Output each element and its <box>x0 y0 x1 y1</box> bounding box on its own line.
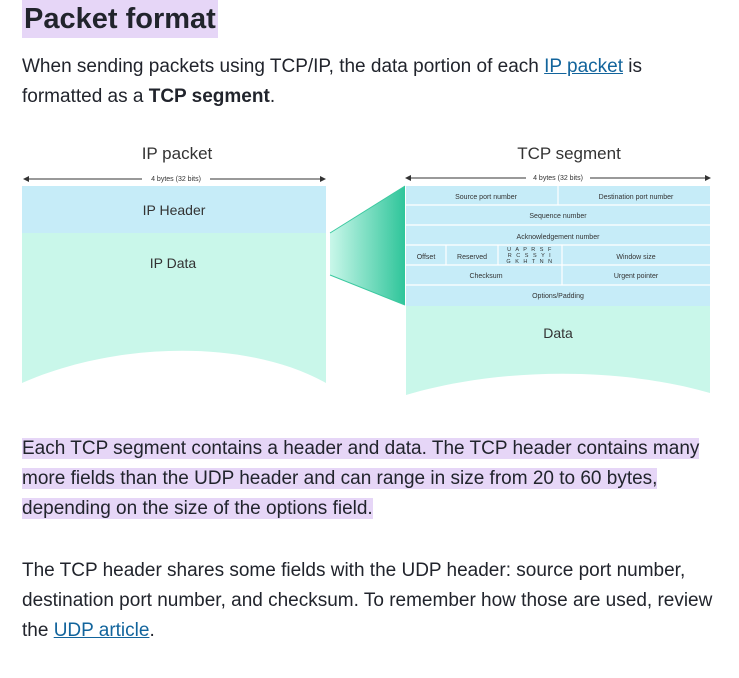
source-port-field: Source port number <box>455 194 518 201</box>
page-title: Packet format <box>22 0 218 38</box>
dest-port-field: Destination port number <box>599 194 674 201</box>
shared-text-after: . <box>149 620 155 641</box>
connector-edge-top <box>329 185 406 234</box>
reserved-field: Reserved <box>457 254 487 261</box>
tcp-data-block <box>406 306 710 395</box>
ip-header-label: IP Header <box>143 202 206 218</box>
urgent-pointer-field: Urgent pointer <box>614 273 659 280</box>
shared-text-before: The TCP header shares some fields with t… <box>22 560 713 641</box>
options-padding-field: Options/Padding <box>532 293 584 300</box>
intro-text-before: When sending packets using TCP/IP, the d… <box>22 56 545 77</box>
intro-text-middle: is formatted as a <box>22 56 643 107</box>
ack-field: Acknowledgement number <box>517 234 601 241</box>
flags-row-2: R C S S Y I <box>508 253 552 259</box>
connector-funnel <box>330 186 405 305</box>
ip-packet-title: IP packet <box>142 144 213 163</box>
checksum-field: Checksum <box>469 273 502 280</box>
ip-data-label: IP Data <box>150 255 197 271</box>
intro-paragraph: When sending packets using TCP/IP, the d… <box>22 52 722 112</box>
flags-row-3: G K H T N N <box>506 259 553 265</box>
shared-fields-paragraph: The TCP header shares some fields with t… <box>22 556 722 646</box>
intro-text-after: . <box>269 86 276 107</box>
tcp-data-label: Data <box>543 325 573 341</box>
udp-article-link[interactable]: UDP article <box>53 620 150 641</box>
tcp-header-block <box>406 186 710 306</box>
tcp-width-label: 4 bytes (32 bits) <box>533 175 583 182</box>
summary-text: Each TCP segment contains a header and d… <box>22 438 700 519</box>
ip-packet-link[interactable]: IP packet <box>544 56 624 77</box>
flags-row-1: U A P R S F <box>507 247 553 253</box>
tcp-segment-title: TCP segment <box>517 144 621 163</box>
ip-width-label: 4 bytes (32 bits) <box>151 176 201 183</box>
connector-edge-bottom <box>329 274 406 306</box>
ip-header-block <box>22 186 326 233</box>
tcp-segment-term: TCP segment <box>148 86 270 107</box>
sequence-field: Sequence number <box>529 213 587 220</box>
offset-field: Offset <box>417 254 436 261</box>
tcp-ip-diagram: IP packet 4 bytes (32 bits) IP Header IP… <box>22 144 711 395</box>
ip-data-block <box>22 233 326 383</box>
window-size-field: Window size <box>616 254 655 261</box>
summary-paragraph: Each TCP segment contains a header and d… <box>22 434 722 524</box>
